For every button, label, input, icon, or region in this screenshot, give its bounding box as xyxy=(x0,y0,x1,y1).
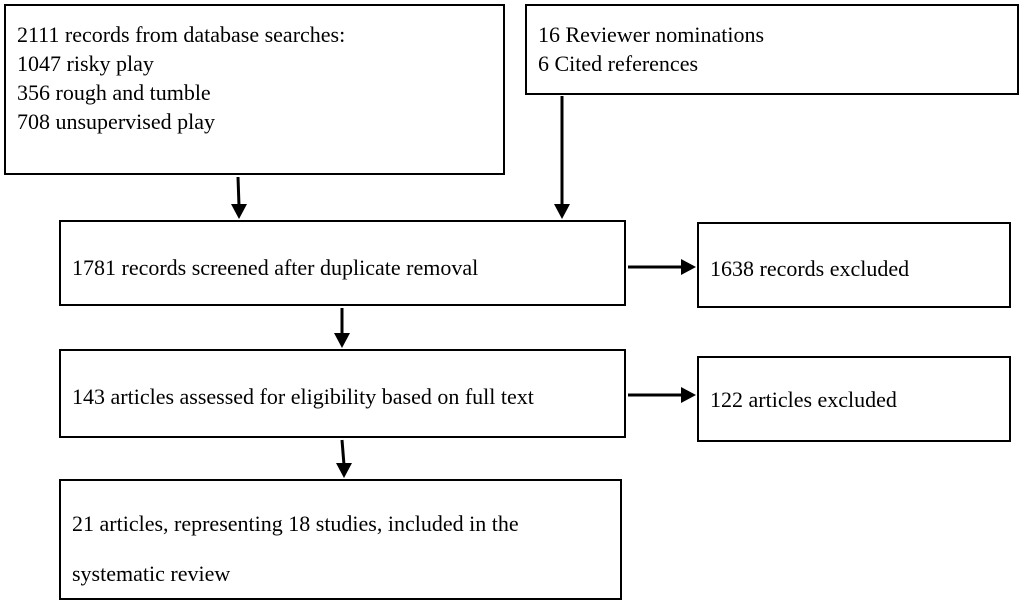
records-excluded-box: 1638 records excluded xyxy=(697,222,1011,308)
screened-records-text: 1781 records screened after duplicate re… xyxy=(72,255,479,280)
cited-references-line: 6 Cited references xyxy=(538,51,699,76)
arrowhead-eligibility-to-excluded xyxy=(681,387,696,403)
arrowhead-screened-to-eligibility xyxy=(334,333,350,348)
records-excluded-text: 1638 records excluded xyxy=(710,256,910,281)
other-sources-box: 16 Reviewer nominations 6 Cited referenc… xyxy=(525,4,1019,95)
reviewer-nominations-line: 16 Reviewer nominations xyxy=(538,22,765,47)
screened-records-box: 1781 records screened after duplicate re… xyxy=(59,220,626,306)
eligibility-text: 143 articles assessed for eligibility ba… xyxy=(72,384,534,409)
articles-excluded-box: 122 articles excluded xyxy=(697,356,1011,442)
articles-excluded-text: 122 articles excluded xyxy=(710,387,897,412)
search-risky-play-line: 1047 risky play xyxy=(17,51,154,76)
arrow-eligibility-to-included xyxy=(340,439,346,466)
search-unsupervised-line: 708 unsupervised play xyxy=(17,109,215,134)
arrow-search-to-screened xyxy=(236,176,241,207)
arrowhead-search-to-screened xyxy=(231,204,247,219)
included-studies-line-2: systematic review xyxy=(72,561,231,586)
search-rough-tumble-line: 356 rough and tumble xyxy=(17,80,211,105)
arrowhead-screened-to-excluded xyxy=(681,259,696,275)
database-search-box: 2111 records from database searches: 104… xyxy=(4,4,505,175)
arrowhead-sources-to-screened xyxy=(554,204,570,219)
included-studies-box: 21 articles, representing 18 studies, in… xyxy=(59,479,622,600)
search-total-line: 2111 records from database searches: xyxy=(17,22,346,47)
arrowhead-eligibility-to-included xyxy=(336,463,352,478)
included-studies-line-1: 21 articles, representing 18 studies, in… xyxy=(72,511,519,536)
eligibility-box: 143 articles assessed for eligibility ba… xyxy=(59,349,626,438)
